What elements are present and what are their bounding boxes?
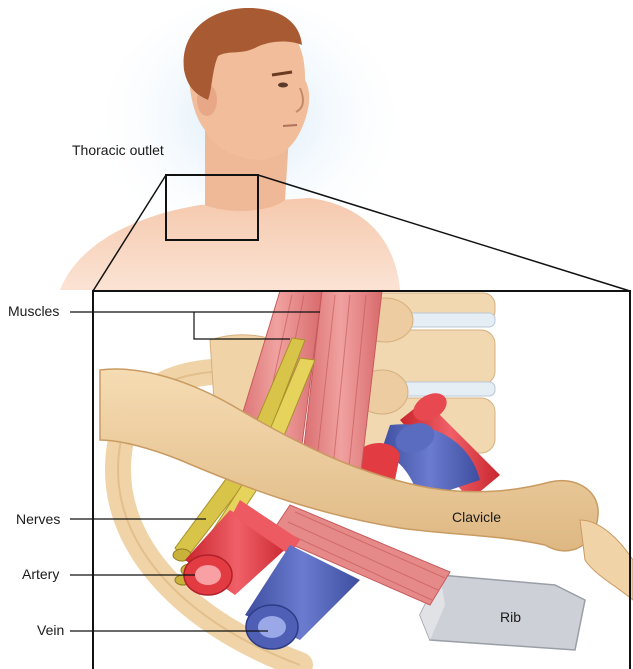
inset-frame — [92, 290, 631, 669]
clavicle-bone — [99, 368, 599, 552]
label-rib: Rib — [500, 609, 522, 625]
label-thoracic-outlet: Thoracic outlet — [72, 142, 164, 158]
vein-tube — [245, 545, 360, 650]
projection-line-left — [92, 174, 167, 292]
label-nerves: Nerves — [16, 511, 61, 527]
inset-anatomy — [93, 291, 633, 669]
label-clavicle: Clavicle — [452, 509, 502, 525]
label-artery: Artery — [22, 566, 60, 582]
projection-line-right — [257, 174, 631, 292]
label-vein: Vein — [37, 622, 65, 638]
thoracic-outlet-box — [165, 174, 259, 241]
label-muscles: Muscles — [8, 303, 60, 319]
human-figure — [60, 0, 400, 290]
artery-tube — [183, 500, 300, 596]
leader-muscles-2 — [193, 312, 290, 340]
